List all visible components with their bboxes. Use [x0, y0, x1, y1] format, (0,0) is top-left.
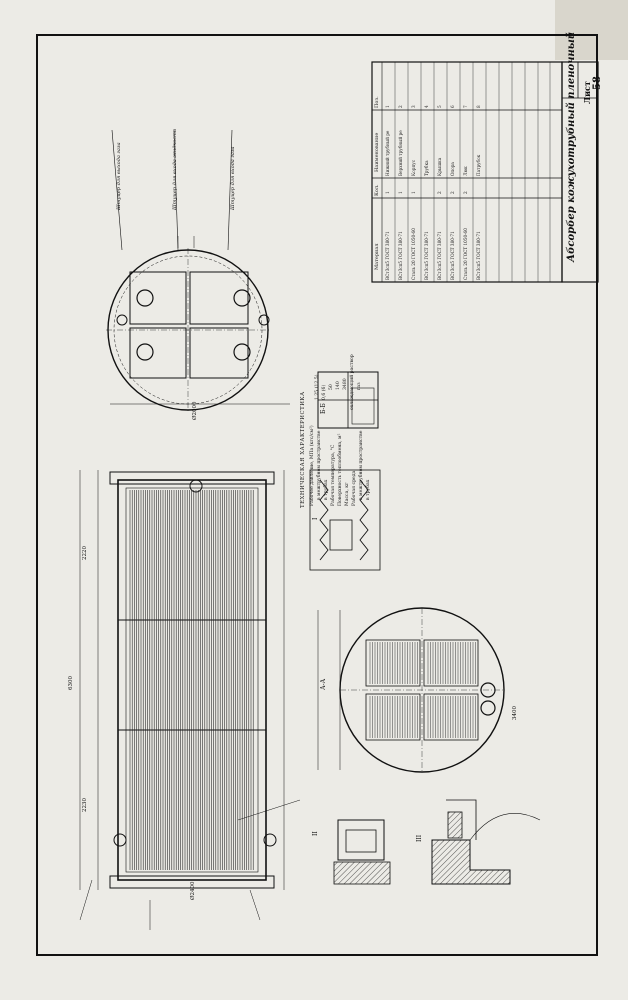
dimension-label: 3400 — [512, 706, 518, 720]
tech-spec-value: 140 — [336, 381, 341, 390]
title-block — [561, 61, 599, 283]
table-row-material: ВСт3сп5 ГОСТ 380-71 — [424, 231, 429, 280]
tech-spec-value: 3480 — [343, 378, 348, 390]
top-view — [106, 129, 290, 412]
table-header-name: Наименование — [374, 132, 380, 172]
table-row-material: Сталь 20 ГОСТ 1050-60 — [411, 228, 416, 280]
table-header-pos: Поз. — [374, 96, 380, 108]
table-row-name: Верхний трубный ре — [398, 130, 403, 176]
main-section-view — [79, 470, 285, 890]
table-row-material: ВСт3сп5 ГОСТ 380-71 — [476, 231, 481, 280]
table-row-pos: 7 — [463, 105, 468, 108]
table-row-name: Крышка — [437, 157, 442, 176]
tech-spec-line: Масса, кг — [345, 482, 350, 506]
leader-lines — [79, 799, 301, 930]
detail-iii — [431, 799, 541, 885]
tech-spec-value: 0,6 (6) — [322, 384, 327, 400]
table-row-material: ВСт3сп5 ГОСТ 380-71 — [385, 231, 390, 280]
tech-spec-line: в межтрубном пространстве — [317, 430, 322, 500]
nozzle-label-gas-in: Штуцер для входа газа — [230, 146, 236, 210]
table-row-pos: 1 — [385, 105, 390, 108]
tech-spec-line: Рабочее давление, МПа (кгс/см²) — [310, 425, 315, 506]
section-label-iii: III — [416, 834, 423, 842]
table-row-name: Корпус — [411, 159, 416, 176]
table-row-material: ВСт3сп5 ГОСТ 380-71 — [437, 231, 442, 280]
table-row-pos: 6 — [450, 105, 455, 108]
dimension-label: Ø2400 — [190, 881, 196, 900]
table-row-material: ВСт3сп5 ГОСТ 380-71 — [398, 231, 403, 280]
tech-spec-line: в трубах — [324, 479, 329, 500]
tube-bundle — [129, 490, 254, 870]
table-row-pos: 4 — [424, 105, 429, 108]
section-label-a-a: А-А — [320, 678, 327, 690]
tech-spec-line: в межтрубном пространстве — [359, 430, 364, 500]
dimension-label: 6300 — [68, 676, 74, 690]
tech-spec-value: охлаждающий раствор — [350, 354, 355, 410]
table-row-material: ВСт3сп5 ГОСТ 380-71 — [450, 231, 455, 280]
table-row-name: Нижний трубный ре — [385, 130, 390, 176]
nozzle-label-gas-out: Штуцер для выхода газа — [116, 142, 122, 210]
table-row-qty: 1 — [385, 191, 390, 194]
section-label-ii: II — [312, 831, 319, 836]
tech-spec-heading: ТЕХНИЧЕСКАЯ ХАРАКТЕРИСТИКА — [300, 391, 306, 508]
detail-i — [309, 469, 381, 571]
tech-spec-line: Рабочая температура, °С — [331, 444, 336, 506]
table-row-qty: 1 — [411, 191, 416, 194]
table-row-material: Сталь 20 ГОСТ 1050-60 — [463, 228, 468, 280]
sheet-number: 58 — [592, 76, 603, 90]
drawing-title: Абсорбер кожухотрубный пленочный — [566, 31, 577, 262]
tech-spec-value: газ — [357, 382, 362, 390]
parts-table — [371, 61, 563, 283]
table-row-qty: 1 — [398, 191, 403, 194]
dimension-label: 2230 — [82, 798, 88, 812]
table-row-pos: 5 — [437, 105, 442, 108]
detail-ii — [333, 819, 391, 885]
table-row-pos: 2 — [398, 105, 403, 108]
dimension-label: Ø2000 — [192, 401, 198, 420]
sheet-label: Лист — [582, 81, 592, 104]
tech-spec-line: Поверхность теплообмена, м² — [338, 433, 343, 506]
section-label-i: I — [312, 517, 319, 520]
table-header-qty: Кол. — [374, 184, 380, 196]
table-header-material: Материал — [374, 243, 380, 270]
tech-spec-line: Рабочая среда — [352, 470, 357, 506]
table-row-qty: 2 — [463, 191, 468, 194]
table-row-name: Патрубок — [476, 154, 481, 176]
table-row-qty: 2 — [437, 191, 442, 194]
tech-spec-line: в трубах — [366, 479, 371, 500]
table-row-name: Трубка — [424, 160, 429, 176]
table-row-pos: 8 — [476, 105, 481, 108]
table-row-pos: 3 — [411, 105, 416, 108]
tech-spec-value: 1,25 (12,5) — [315, 374, 320, 400]
nozzle-label-liquid-in: Штуцер для входа жидкости — [172, 128, 178, 210]
detail-b-b — [317, 371, 379, 429]
tech-spec-value: 50 — [329, 384, 334, 390]
table-row-qty: 2 — [450, 191, 455, 194]
paper-stain — [555, 0, 628, 60]
dimension-label: 2220 — [82, 546, 88, 560]
cross-section-view — [317, 607, 505, 773]
section-label-b-b: Б-Б — [320, 403, 327, 414]
sheet-frame — [36, 34, 598, 956]
cross-section-tubes — [369, 642, 476, 738]
table-row-name: Опора — [450, 162, 455, 176]
table-row-name: Люк — [463, 166, 468, 176]
